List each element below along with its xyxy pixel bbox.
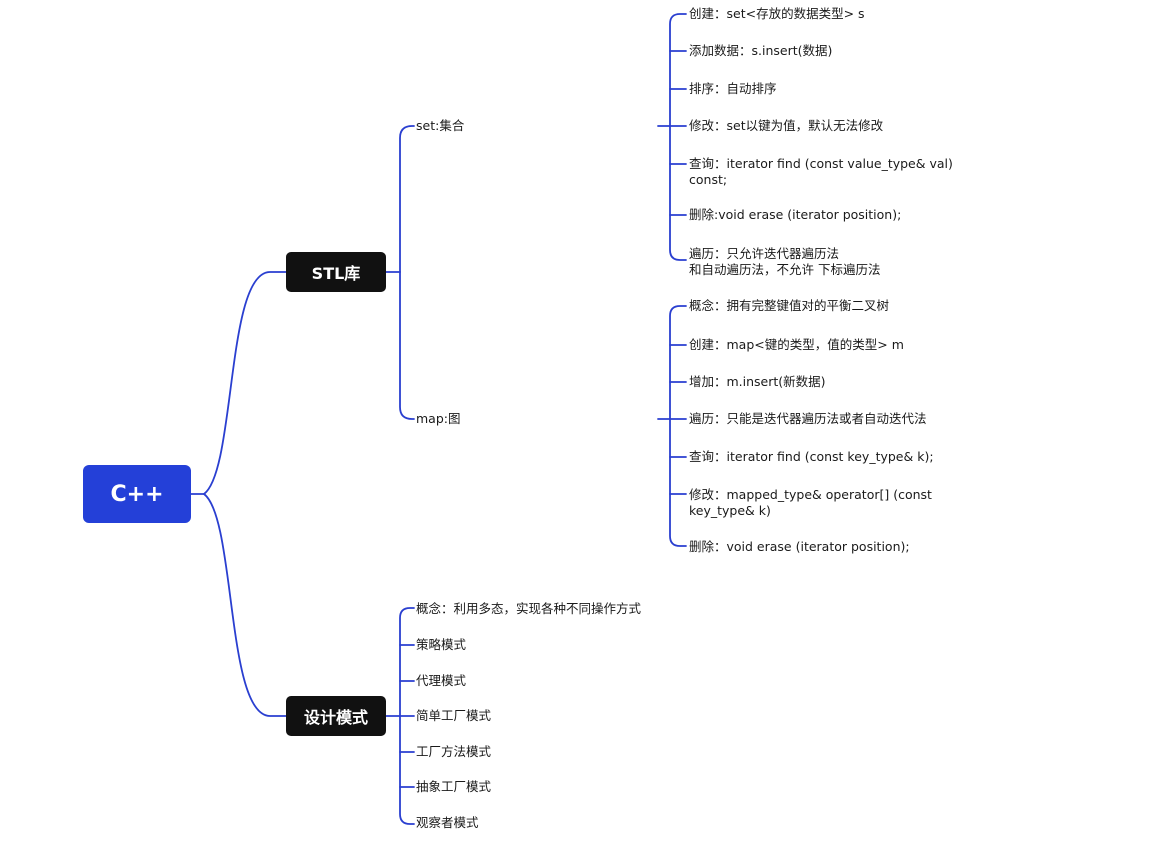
- pattern-item-strategy[interactable]: 策略模式: [416, 637, 467, 652]
- map-item-erase[interactable]: 删除：void erase (iterator position);: [689, 539, 910, 554]
- pattern-item-proxy[interactable]: 代理模式: [416, 673, 467, 688]
- map-item-concept[interactable]: 概念：拥有完整键值对的平衡二叉树: [689, 298, 890, 313]
- pattern-item-concept[interactable]: 概念：利用多态，实现各种不同操作方式: [416, 601, 642, 616]
- set-item-erase[interactable]: 删除:void erase (iterator position);: [689, 207, 902, 222]
- pattern-item-simple-factory[interactable]: 简单工厂模式: [416, 708, 492, 723]
- set-item-modify[interactable]: 修改：set以键为值，默认无法修改: [689, 118, 884, 133]
- pattern-item-observer[interactable]: 观察者模式: [416, 815, 479, 830]
- set-item-sort[interactable]: 排序：自动排序: [689, 81, 777, 96]
- set-item-insert[interactable]: 添加数据：s.insert(数据): [689, 43, 833, 58]
- pattern-item-factory-method[interactable]: 工厂方法模式: [416, 744, 492, 759]
- map-item-traverse[interactable]: 遍历：只能是迭代器遍历法或者自动迭代法: [689, 411, 927, 426]
- subtopic-set[interactable]: set:集合: [416, 118, 465, 133]
- map-item-modify[interactable]: 修改：mapped_type& operator[] (const key_ty…: [689, 487, 932, 518]
- subtopic-map[interactable]: map:图: [416, 411, 461, 426]
- topic-stl[interactable]: STL库: [286, 252, 386, 292]
- root-node[interactable]: C++: [83, 465, 191, 523]
- map-item-find[interactable]: 查询：iterator find (const key_type& k);: [689, 449, 934, 464]
- map-item-create[interactable]: 创建：map<键的类型，值的类型> m: [689, 337, 904, 352]
- topic-design-patterns[interactable]: 设计模式: [286, 696, 386, 736]
- set-item-find[interactable]: 查询：iterator find (const value_type& val)…: [689, 156, 953, 187]
- map-item-insert[interactable]: 增加：m.insert(新数据): [689, 374, 826, 389]
- set-item-create[interactable]: 创建：set<存放的数据类型> s: [689, 6, 865, 21]
- set-item-traverse[interactable]: 遍历：只允许迭代器遍历法 和自动遍历法，不允许 下标遍历法: [689, 246, 881, 277]
- pattern-item-abstract-factory[interactable]: 抽象工厂模式: [416, 779, 492, 794]
